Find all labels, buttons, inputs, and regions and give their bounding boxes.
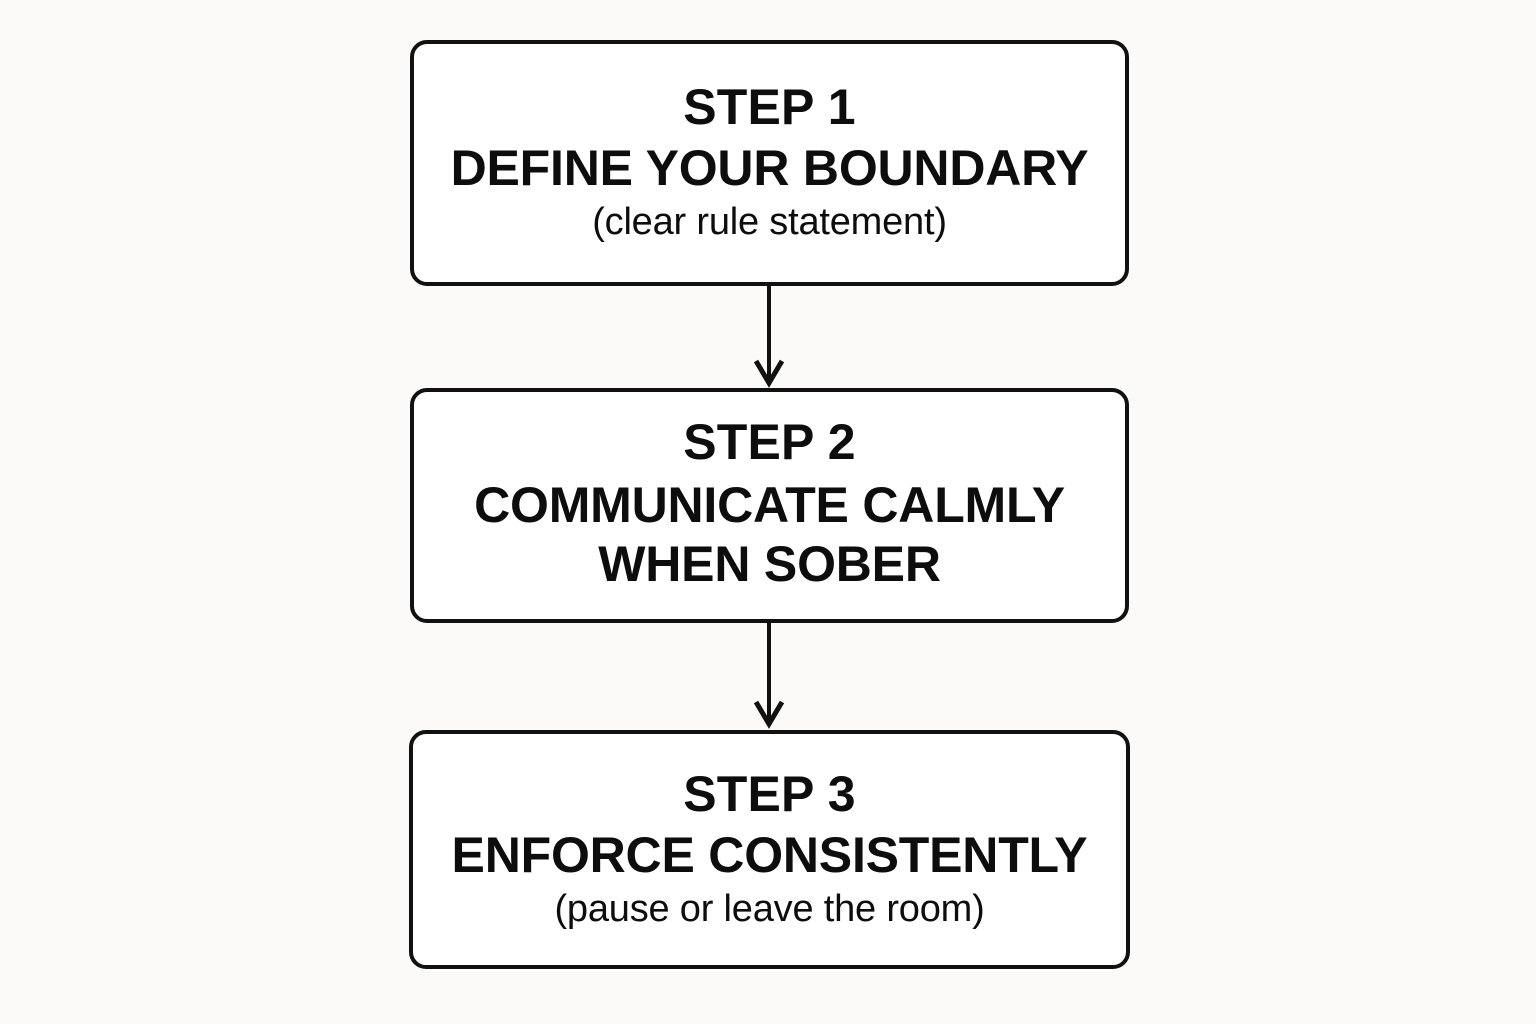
connector-step-2-to-step-3 bbox=[740, 623, 798, 731]
flowchart-node-step-3[interactable]: STEP 3 ENFORCE CONSISTENTLY (pause or le… bbox=[409, 730, 1130, 969]
node-title: ENFORCE CONSISTENTLY bbox=[451, 826, 1088, 883]
flowchart-node-step-1[interactable]: STEP 1 DEFINE YOUR BOUNDARY (clear rule … bbox=[410, 40, 1129, 286]
node-subtitle: (pause or leave the room) bbox=[554, 887, 985, 930]
arrow-head-down-icon bbox=[753, 700, 785, 729]
node-title: COMMUNICATE CALMLY WHEN SOBER bbox=[474, 477, 1065, 592]
connector-step-1-to-step-2 bbox=[740, 286, 798, 389]
flowchart-node-step-2[interactable]: STEP 2 COMMUNICATE CALMLY WHEN SOBER bbox=[410, 388, 1129, 623]
node-title: DEFINE YOUR BOUNDARY bbox=[450, 140, 1089, 197]
node-subtitle: (clear rule statement) bbox=[592, 201, 947, 244]
arrow-head-down-icon bbox=[753, 359, 785, 388]
node-step-label: STEP 3 bbox=[683, 765, 856, 822]
node-step-label: STEP 2 bbox=[683, 414, 856, 470]
node-step-label: STEP 1 bbox=[683, 79, 856, 136]
